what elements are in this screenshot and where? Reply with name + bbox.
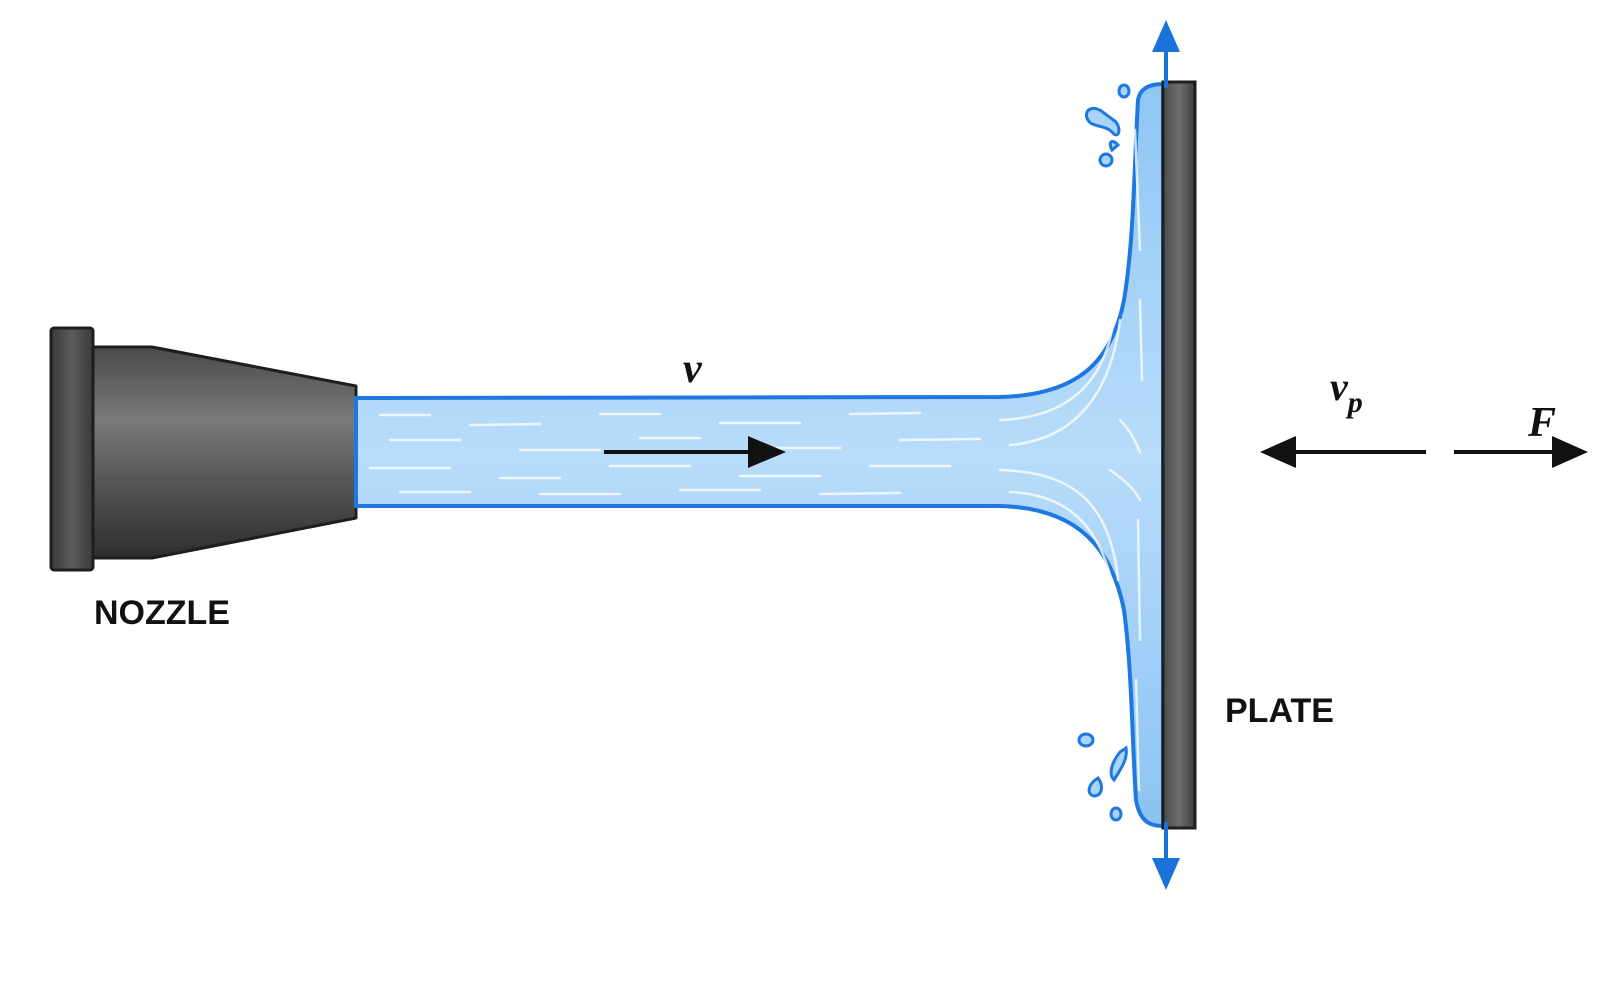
nozzle-flange: [49, 326, 95, 572]
deflected-flow-arrows: [1152, 20, 1180, 890]
force-arrow: [1454, 436, 1588, 468]
plate-label: PLATE: [1225, 692, 1334, 730]
plate-velocity-arrow: [1260, 436, 1426, 468]
jet-velocity-arrow: [604, 436, 786, 468]
plate-velocity-subscript: p: [1345, 386, 1363, 419]
nozzle-body: [91, 345, 358, 560]
force-label: F: [1527, 400, 1556, 446]
downward-flow-arrowhead: [1152, 858, 1180, 890]
jet-velocity-label: v: [683, 346, 703, 392]
plate-velocity-label: vp: [1330, 364, 1363, 419]
water-streaks: [368, 128, 1144, 792]
upward-flow-arrowhead: [1152, 20, 1180, 52]
plate: [1161, 80, 1197, 830]
splash-droplets: [1077, 83, 1131, 822]
nozzle-label: NOZZLE: [94, 594, 230, 632]
nozzle: [49, 326, 358, 572]
